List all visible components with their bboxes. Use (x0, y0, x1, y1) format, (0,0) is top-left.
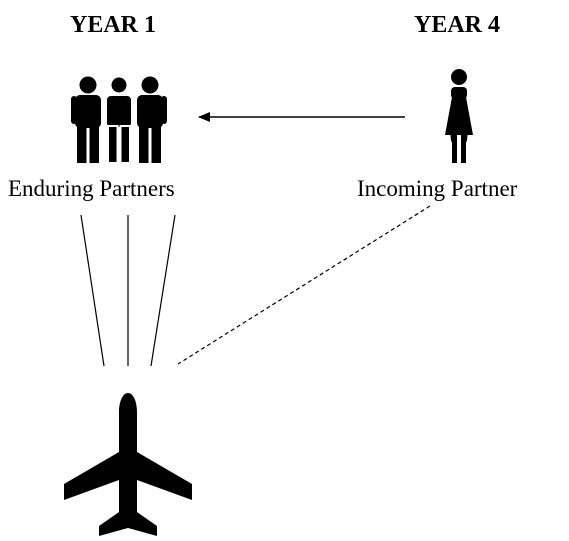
person-center-icon (105, 75, 133, 164)
woman-icon (445, 69, 473, 163)
person-left-icon (71, 76, 101, 163)
year-1-heading: YEAR 1 (70, 12, 157, 38)
incoming-partner-label: Incoming Partner (357, 176, 518, 201)
airplane-icon (64, 393, 192, 536)
three-people-icon (71, 75, 167, 164)
connector-line-1 (80, 214, 105, 367)
year-4-heading: YEAR 4 (414, 12, 501, 38)
enduring-partners-label: Enduring Partners (8, 176, 175, 201)
person-right-icon (137, 76, 167, 163)
connector-dashed-line (177, 205, 431, 365)
connector-line-3 (150, 214, 176, 367)
